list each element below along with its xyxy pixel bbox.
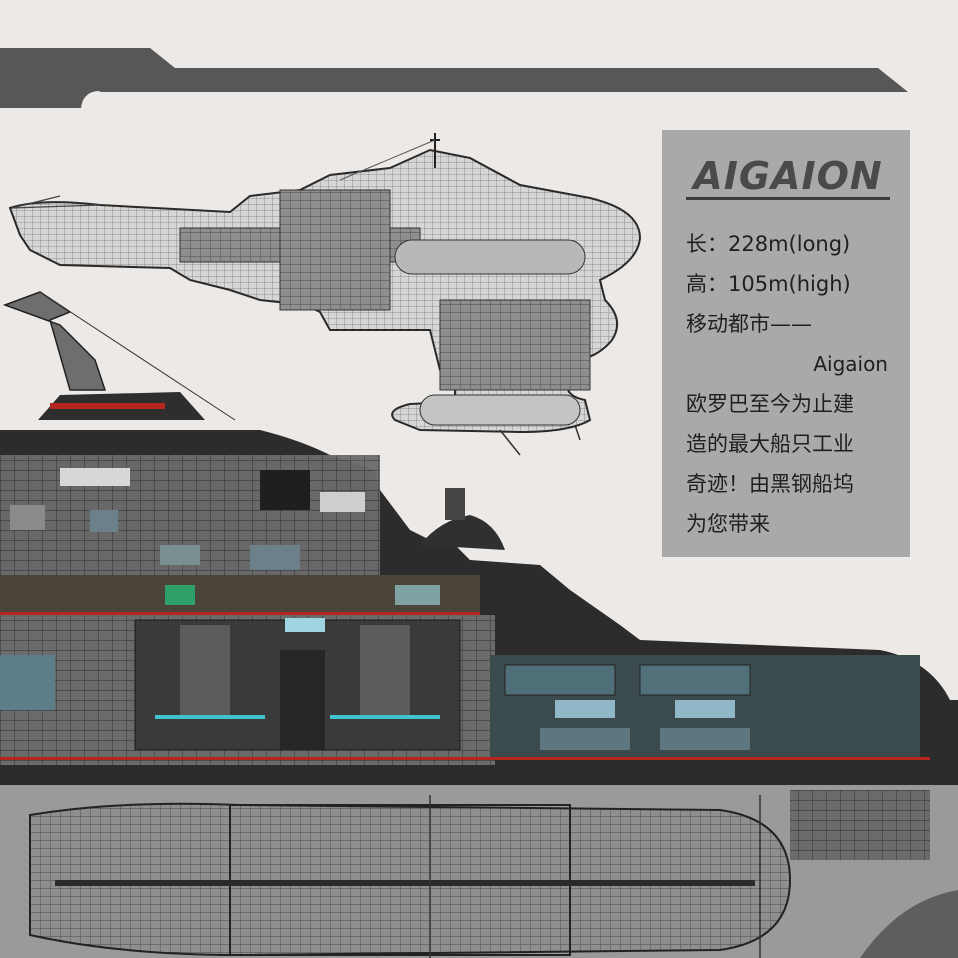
length-spec: 长：228m(long)	[686, 232, 851, 256]
description: 欧罗巴至今为止建 造的最大船只工业 奇迹！由黑钢船坞 为您带来	[686, 384, 890, 544]
ship-blueprint-top	[8, 133, 642, 456]
subtitle-line: 移动都市——	[686, 312, 812, 336]
header-bar	[0, 48, 908, 109]
description-line: 造的最大船只工业	[686, 432, 854, 456]
height-spec: 高：105m(high)	[686, 272, 851, 296]
ship-name-title: AIGAION	[686, 156, 890, 200]
ship-blueprint-bottom	[0, 785, 958, 958]
description-line: 欧罗巴至今为止建	[686, 392, 854, 416]
info-panel: AIGAION 长：228m(long) 高：105m(high) 移动都市——…	[662, 130, 910, 557]
description-line: 奇迹！由黑钢船坞	[686, 472, 854, 496]
ship-name-line: Aigaion	[813, 352, 888, 376]
description-line: 为您带来	[686, 512, 770, 536]
